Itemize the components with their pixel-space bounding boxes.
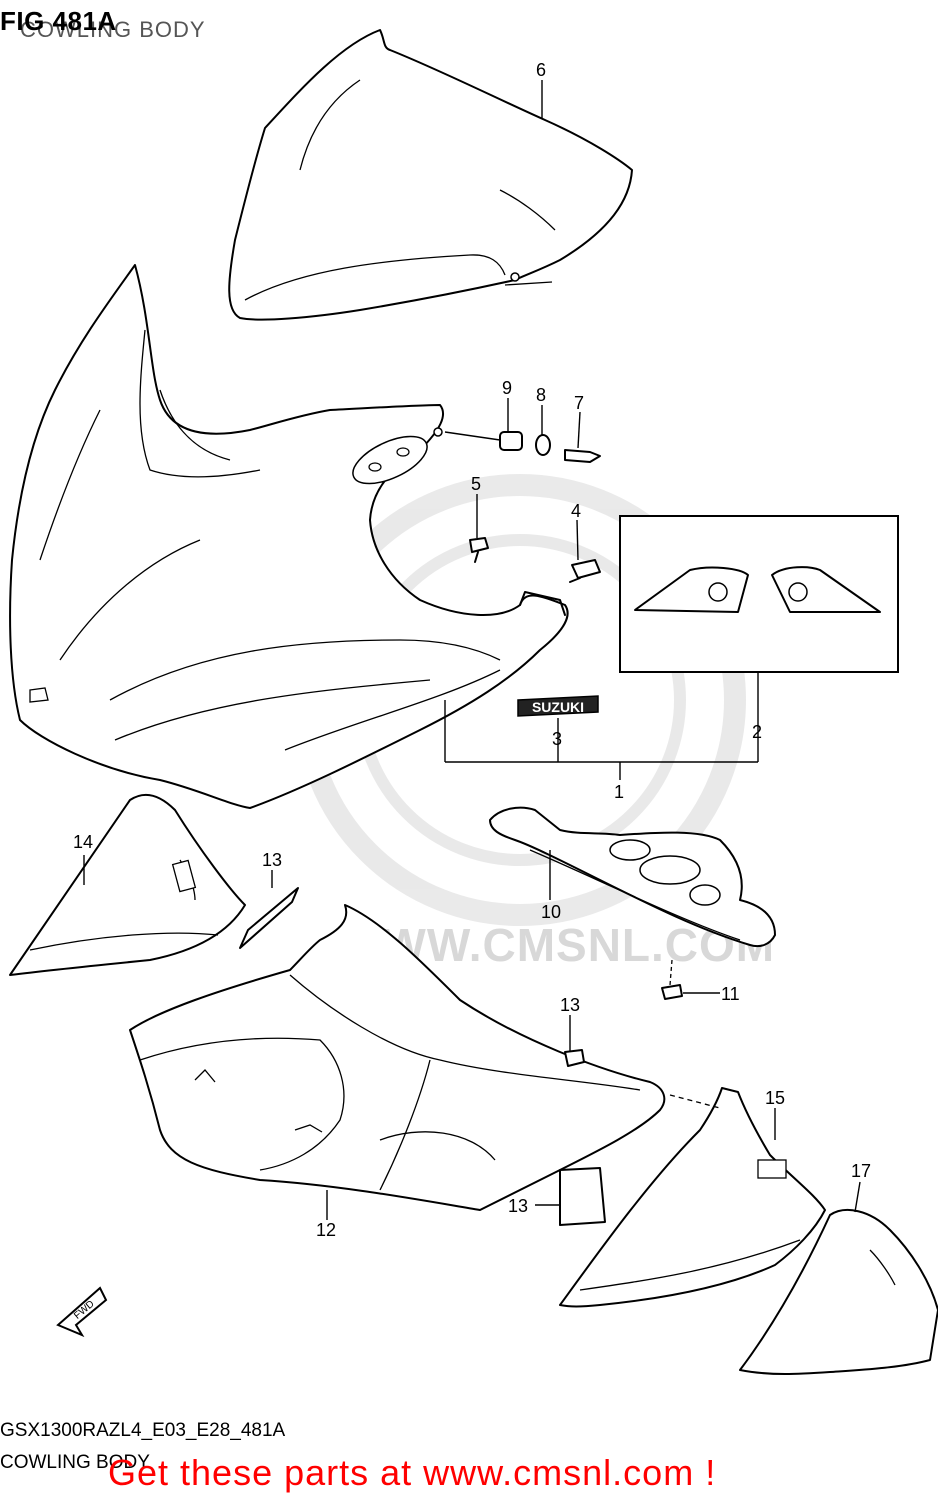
figure-title: FIG 481A xyxy=(0,6,117,36)
callout-1: 1 xyxy=(614,782,624,802)
callout-10: 10 xyxy=(541,902,561,922)
callout-3: 3 xyxy=(552,729,562,749)
pad-part-upper xyxy=(239,887,299,949)
section-name: COWLING BODY xyxy=(0,1452,150,1473)
callout-11: 11 xyxy=(721,984,740,1004)
inner-panel-left xyxy=(9,793,246,976)
side-panel-part xyxy=(739,1209,938,1375)
callout-4: 4 xyxy=(571,501,581,521)
fastener-parts xyxy=(444,431,601,583)
callout-14: 13 xyxy=(560,995,580,1015)
lower-cowling-part xyxy=(129,904,666,1211)
callout-7: 7 xyxy=(574,393,584,413)
callout-labels: 6 9 8 7 5 4 2 3 1 10 11 14 13 13 12 13 1… xyxy=(73,60,871,1240)
model-code: GSX1300RAZL4_E03_E28_481A xyxy=(0,1420,286,1441)
windscreen-part xyxy=(228,29,633,321)
inner-duct-part xyxy=(489,806,776,948)
screw-part-14 xyxy=(564,1049,585,1067)
clip-part xyxy=(661,959,683,1000)
promo-link[interactable]: Get these parts at www.cmsnl.com ! xyxy=(108,1452,717,1493)
callout-12: 12 xyxy=(316,1220,336,1240)
callout-13-upper: 13 xyxy=(262,850,282,870)
callout-8: 8 xyxy=(536,385,546,405)
forward-direction-icon: FWD xyxy=(56,1286,108,1338)
suzuki-emblem: SUZUKI xyxy=(517,695,599,717)
callout-17: 17 xyxy=(851,1161,871,1181)
callout-9: 9 xyxy=(502,378,512,398)
callout-2: 2 xyxy=(752,722,762,742)
emblem-label: SUZUKI xyxy=(532,699,584,715)
inner-panel-right xyxy=(559,1087,826,1308)
callout-15: 14 xyxy=(73,832,93,852)
callout-5: 5 xyxy=(471,474,481,494)
figure-subtitle: COWLING BODY xyxy=(20,17,206,42)
leader-lines xyxy=(83,80,861,1220)
callout-13-lower: 13 xyxy=(508,1196,528,1216)
upper-cowling-part xyxy=(9,264,569,809)
callout-6: 6 xyxy=(536,60,546,80)
pad-part-lower xyxy=(559,1167,606,1226)
callout-16: 15 xyxy=(765,1088,785,1108)
reflector-set-part xyxy=(619,515,899,673)
